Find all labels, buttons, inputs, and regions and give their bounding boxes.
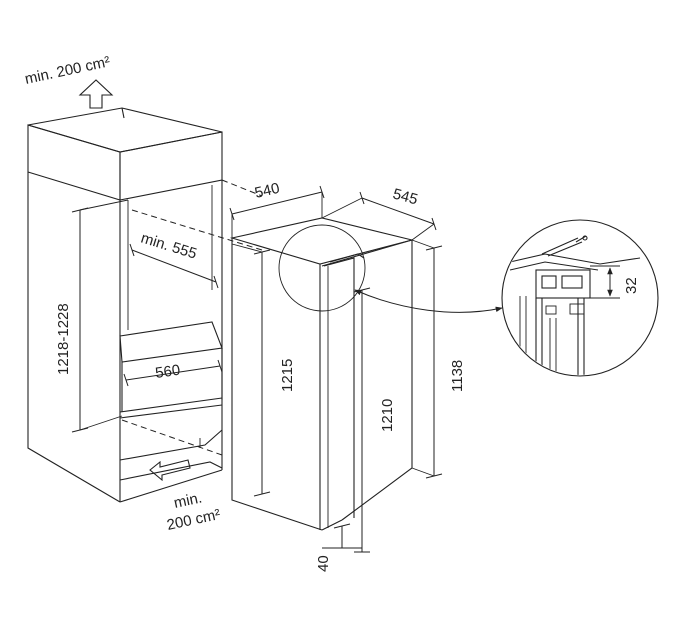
appliance-height-inner-label: 1210	[379, 399, 396, 432]
appliance-height-left-dimension	[231, 243, 271, 497]
appliance-depth-dimension	[321, 191, 437, 241]
vent-bottom-label-line1: min.	[172, 489, 203, 512]
vent-bottom-label-line2: 200 cm²	[165, 506, 222, 534]
niche-width-dimension	[123, 359, 223, 387]
detail-view	[501, 219, 659, 377]
niche-depth-label: min. 555	[139, 230, 199, 263]
vent-bottom-arrow-icon	[149, 459, 191, 482]
appliance-body	[229, 217, 413, 531]
detail-callout-circle	[278, 224, 366, 312]
appliance-width-dimension	[229, 185, 325, 238]
vent-up-arrow-icon	[78, 79, 114, 109]
niche-height-dimension	[71, 199, 129, 433]
appliance-height-inner-dimension	[353, 287, 371, 553]
appliance-height-right-label: 1138	[449, 360, 466, 392]
cabinet-niche	[27, 107, 263, 503]
appliance-width-label: 540	[253, 180, 281, 202]
niche-height-label: 1218-1228	[55, 303, 72, 375]
niche-depth-dimension	[129, 243, 219, 289]
detail-callout-arrow	[354, 289, 503, 313]
appliance-height-right-dimension	[411, 239, 443, 479]
niche-width-label: 560	[154, 362, 181, 382]
bottom-offset-label: 40	[315, 555, 332, 572]
appliance-height-left-label: 1215	[279, 359, 296, 392]
detail-gap-label: 32	[623, 277, 640, 294]
appliance-depth-label: 545	[391, 185, 420, 208]
bottom-offset-dimension	[322, 523, 362, 549]
